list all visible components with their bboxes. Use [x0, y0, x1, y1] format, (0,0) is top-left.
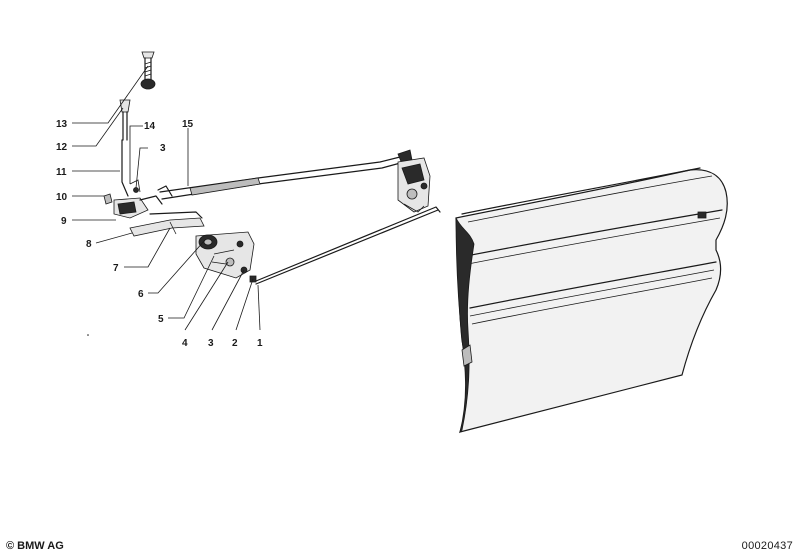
lower-control-rod [255, 206, 441, 285]
remote-control-plate [195, 231, 257, 283]
callout-label: 9 [61, 216, 67, 227]
linkage-arm [129, 211, 205, 237]
stray-mark [87, 334, 89, 336]
door-shell [455, 167, 728, 434]
callout-label: 3 [160, 143, 166, 154]
door-lock-mechanism [397, 157, 431, 213]
callout-label: 12 [56, 142, 68, 153]
callout-label: 5 [158, 314, 164, 325]
callout-label: 6 [138, 289, 144, 300]
callout-label: 7 [113, 263, 119, 274]
callout-label: 14 [144, 121, 156, 132]
callout-label: 11 [56, 167, 67, 178]
document-number: 00020437 [741, 540, 793, 552]
upper-control-rod [159, 149, 413, 200]
callout-label: 15 [182, 119, 194, 130]
inner-handle-bracket [103, 179, 173, 219]
callout-label: 3 [208, 338, 214, 349]
callout-label: 4 [182, 338, 188, 349]
callout-label: 2 [232, 338, 238, 349]
leader-lines [72, 65, 261, 331]
callout-labels: 13 12 11 10 9 8 7 6 5 4 3 2 1 14 3 15 [56, 119, 263, 349]
copyright-text: © BMW AG [6, 540, 64, 552]
callout-label: 10 [56, 192, 68, 203]
callout-label: 13 [56, 119, 68, 130]
callout-label: 1 [257, 338, 263, 349]
callout-label: 8 [86, 239, 92, 250]
